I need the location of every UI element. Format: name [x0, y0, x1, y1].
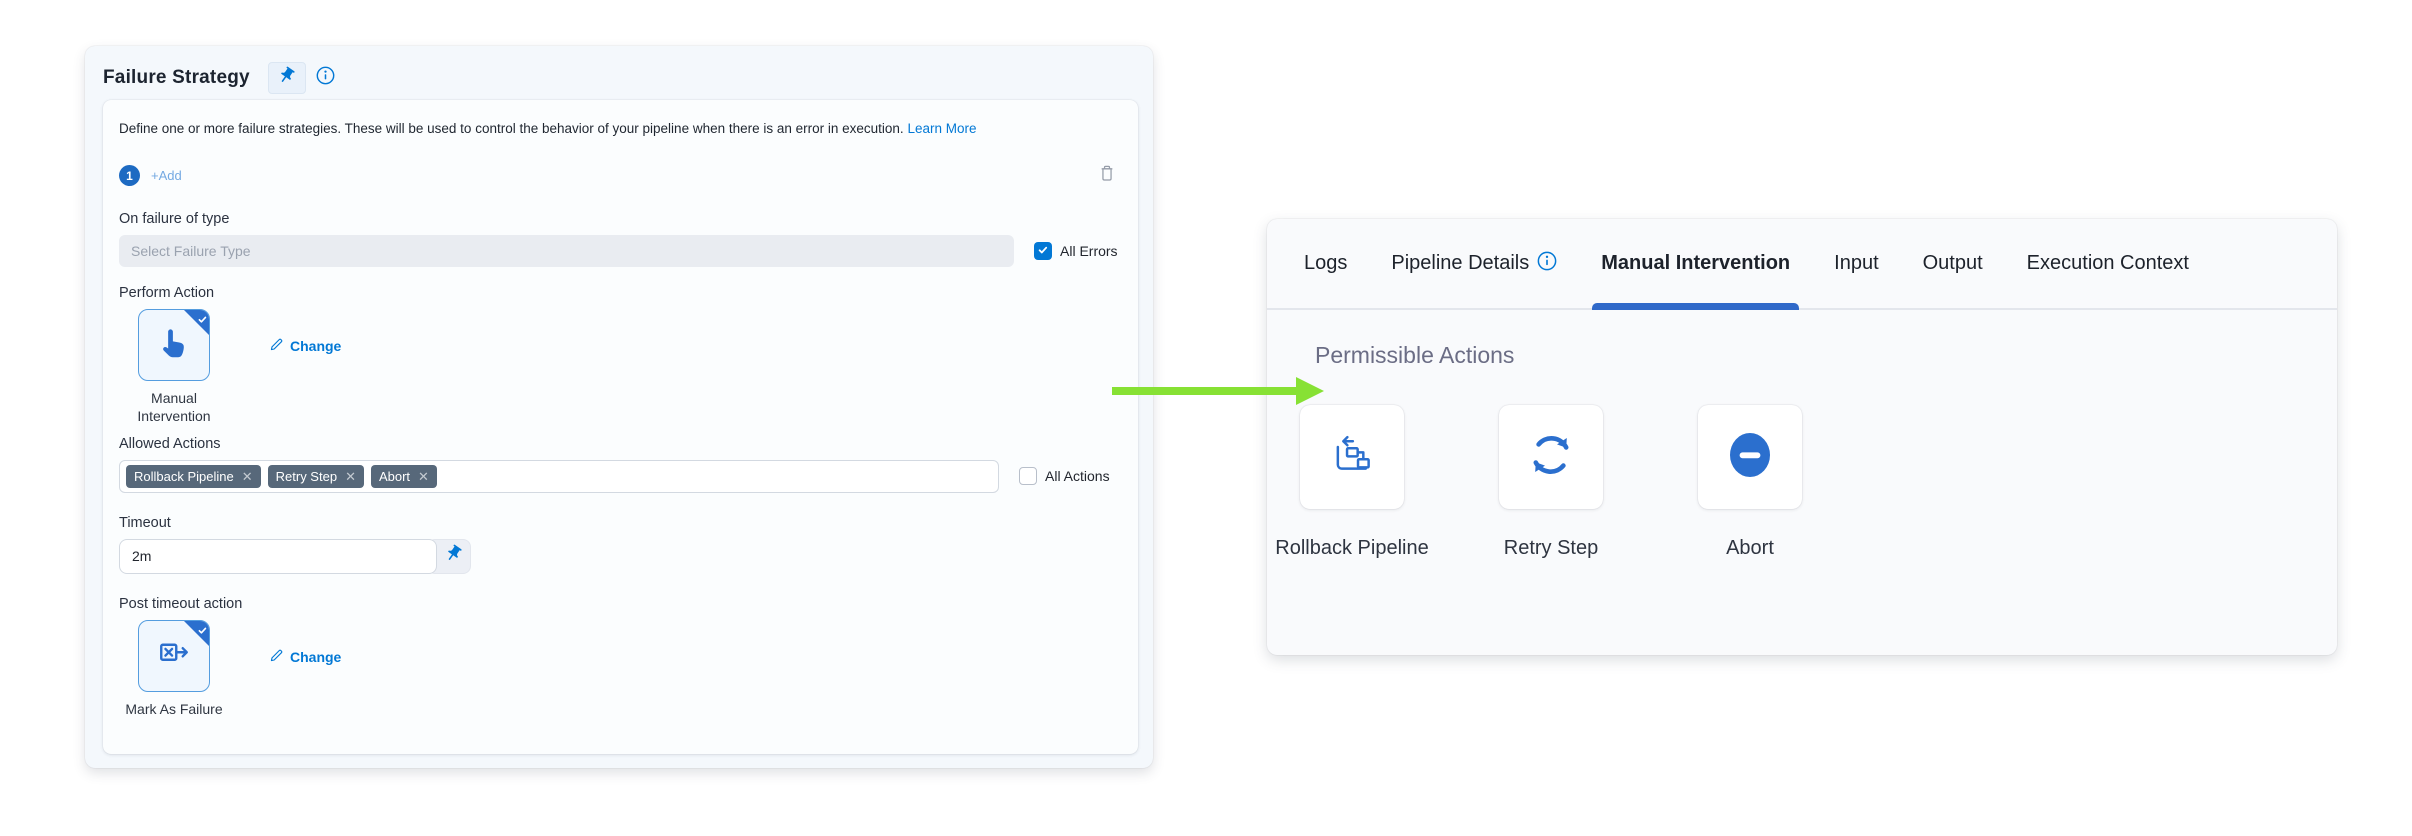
- details-tab-bar: Logs Pipeline Details Manual Interventio…: [1267, 219, 2337, 310]
- permissible-action-tile[interactable]: [1698, 405, 1802, 509]
- post-timeout-label: Post timeout action: [119, 596, 1122, 612]
- selected-check-icon: [197, 312, 208, 330]
- tab-label: Input: [1834, 252, 1878, 275]
- on-failure-label: On failure of type: [119, 211, 1122, 227]
- info-icon[interactable]: [316, 66, 335, 90]
- step-details-panel: Logs Pipeline Details Manual Interventio…: [1267, 219, 2337, 655]
- tab-label: Output: [1923, 252, 1983, 275]
- permissible-actions-row: Rollback Pipeline Retry Step: [1300, 405, 2337, 561]
- manual-intervention-tile[interactable]: [138, 309, 210, 381]
- all-actions-checkbox-group[interactable]: All Actions: [1019, 467, 1110, 485]
- all-errors-label: All Errors: [1060, 243, 1118, 259]
- tag-label: Retry Step: [276, 469, 337, 484]
- permissible-action-item: Retry Step: [1499, 405, 1603, 561]
- selected-check-icon: [197, 623, 208, 641]
- perform-action-label: Perform Action: [119, 285, 1122, 301]
- change-perform-action-button[interactable]: Change: [269, 337, 341, 355]
- allowed-actions-row: Rollback Pipeline ✕ Retry Step ✕ Abort ✕: [119, 460, 1122, 493]
- post-timeout-row: Mark As Failure Change: [119, 620, 1122, 718]
- details-tab[interactable]: Logs: [1304, 219, 1347, 308]
- delete-strategy-button[interactable]: [1098, 164, 1116, 187]
- pencil-icon: [269, 337, 284, 355]
- post-timeout-action-name: Mark As Failure: [119, 700, 229, 718]
- timeout-input[interactable]: [119, 539, 437, 574]
- description-body: Define one or more failure strategies. T…: [119, 121, 904, 136]
- pin-icon: [277, 66, 296, 90]
- retry-icon: [1527, 431, 1575, 484]
- all-actions-label: All Actions: [1045, 468, 1110, 484]
- failure-strategy-header: Failure Strategy: [103, 62, 1135, 94]
- allowed-action-tag: Rollback Pipeline ✕: [126, 465, 261, 488]
- failure-type-select: Select Failure Type: [119, 235, 1014, 267]
- tag-label: Rollback Pipeline: [134, 469, 234, 484]
- all-errors-checkbox[interactable]: [1034, 242, 1052, 260]
- perform-action-name: Manual Intervention: [119, 389, 229, 425]
- allowed-action-tag: Retry Step ✕: [268, 465, 364, 488]
- tag-remove-icon[interactable]: ✕: [418, 470, 429, 483]
- permissible-action-label: Abort: [1670, 535, 1830, 561]
- permissible-action-item: Rollback Pipeline: [1300, 405, 1404, 561]
- panel-title: Failure Strategy: [103, 67, 250, 89]
- connector-arrow: [1112, 376, 1324, 411]
- details-tab[interactable]: Pipeline Details: [1391, 219, 1557, 308]
- pin-toggle-button[interactable]: [268, 62, 306, 94]
- trash-icon: [1098, 164, 1116, 187]
- permissible-actions-heading: Permissible Actions: [1315, 342, 2337, 369]
- timeout-row: [119, 539, 1122, 574]
- details-tab[interactable]: Input: [1834, 219, 1878, 308]
- tab-label: Manual Intervention: [1601, 252, 1790, 275]
- failure-strategy-panel: Failure Strategy Define one or more fail…: [85, 46, 1153, 768]
- permissible-action-label: Rollback Pipeline: [1272, 535, 1432, 561]
- strategy-index-badge[interactable]: 1: [119, 165, 140, 186]
- abort-icon: [1726, 429, 1774, 486]
- permissible-action-tile[interactable]: [1499, 405, 1603, 509]
- strategy-list-row: 1 +Add: [119, 164, 1122, 187]
- timeout-label: Timeout: [119, 515, 1122, 531]
- perform-action-row: Manual Intervention Change: [119, 309, 1122, 425]
- permissible-action-item: Abort: [1698, 405, 1802, 561]
- rollback-pipeline-icon: [1329, 432, 1375, 483]
- info-icon[interactable]: [1537, 251, 1557, 277]
- change-post-timeout-action-button[interactable]: Change: [269, 648, 341, 666]
- tag-remove-icon[interactable]: ✕: [345, 470, 356, 483]
- mark-as-failure-tile[interactable]: [138, 620, 210, 692]
- pin-icon: [444, 544, 463, 568]
- change-label: Change: [290, 338, 341, 354]
- pencil-icon: [269, 648, 284, 666]
- allowed-actions-label: Allowed Actions: [119, 436, 1122, 452]
- details-tab[interactable]: Manual Intervention: [1601, 219, 1790, 308]
- tag-remove-icon[interactable]: ✕: [242, 470, 253, 483]
- add-strategy-button[interactable]: +Add: [151, 168, 182, 183]
- change-label: Change: [290, 649, 341, 665]
- learn-more-link[interactable]: Learn More: [907, 121, 976, 136]
- details-tab[interactable]: Execution Context: [2027, 219, 2189, 308]
- allowed-action-tag: Abort ✕: [371, 465, 437, 488]
- failure-strategy-form: Define one or more failure strategies. T…: [103, 100, 1138, 754]
- tag-label: Abort: [379, 469, 410, 484]
- all-actions-checkbox[interactable]: [1019, 467, 1037, 485]
- tab-label: Logs: [1304, 252, 1347, 275]
- permissible-action-label: Retry Step: [1471, 535, 1631, 561]
- failure-type-row: Select Failure Type All Errors: [119, 235, 1122, 267]
- check-icon: [1037, 243, 1049, 259]
- post-timeout-column: Mark As Failure: [119, 620, 229, 718]
- tab-label: Pipeline Details: [1391, 252, 1529, 275]
- description-text: Define one or more failure strategies. T…: [119, 120, 1122, 138]
- allowed-actions-input[interactable]: Rollback Pipeline ✕ Retry Step ✕ Abort ✕: [119, 460, 999, 493]
- perform-action-column: Manual Intervention: [119, 309, 229, 425]
- permissible-action-tile[interactable]: [1300, 405, 1404, 509]
- all-errors-checkbox-group[interactable]: All Errors: [1034, 242, 1118, 260]
- details-tab[interactable]: Output: [1923, 219, 1983, 308]
- tab-label: Execution Context: [2027, 252, 2189, 275]
